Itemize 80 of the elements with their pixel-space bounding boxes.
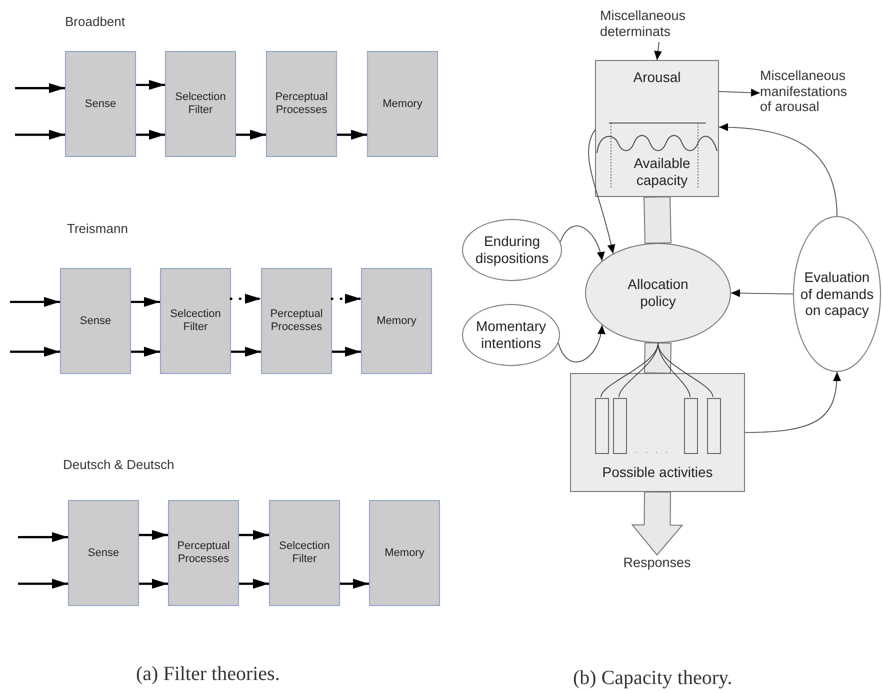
process-box	[369, 500, 440, 606]
process-box	[269, 500, 340, 606]
box-label: Sense	[80, 314, 112, 328]
arrow	[588, 129, 616, 254]
arrow	[337, 130, 367, 140]
process-box	[361, 268, 432, 374]
box-label: Selcection Filter	[278, 540, 331, 566]
figure-caption: (a) Filter theories.	[136, 663, 280, 686]
group-label: Broadbent	[65, 14, 125, 29]
arrow	[18, 532, 68, 542]
connector-line	[618, 342, 658, 398]
box-heading: Arousal	[632, 69, 682, 86]
arrow	[15, 130, 65, 140]
process-box	[60, 268, 131, 374]
arrow	[139, 578, 168, 589]
arrow	[239, 578, 269, 589]
connector-line	[658, 342, 714, 398]
arrow	[558, 324, 605, 362]
note-text: Miscellaneous determinats	[600, 8, 718, 42]
process-box	[160, 268, 231, 374]
note-text: Miscellaneous manifestations of arousal	[760, 68, 860, 118]
arrow	[330, 294, 362, 304]
process-box	[68, 500, 139, 606]
box-label: Perceptual Processes	[274, 91, 329, 117]
figure-caption: (b) Capacity theory.	[573, 667, 732, 690]
connector-line	[600, 342, 658, 398]
arrow	[560, 226, 604, 262]
arrow	[340, 578, 369, 589]
note-text: Responses	[605, 555, 709, 577]
arrow	[718, 123, 838, 216]
arousal-box	[595, 60, 719, 197]
arrow	[10, 346, 60, 357]
arrow	[718, 88, 760, 97]
ellipse-label: Evaluation of demands on capacy	[800, 268, 874, 320]
arrow	[730, 289, 794, 298]
arrow	[231, 346, 261, 357]
group-label: Treismann	[67, 221, 128, 236]
box-label: Possible activities	[601, 464, 714, 481]
arrow	[654, 42, 662, 60]
group-label: Deutsch & Deutsch	[63, 457, 174, 472]
arrow	[744, 372, 841, 433]
arrow	[10, 296, 60, 307]
activity-bar	[707, 398, 721, 454]
arrow	[230, 294, 262, 304]
block-arrow	[644, 196, 672, 244]
ellipse-label: Allocation policy	[626, 276, 690, 310]
arrow	[136, 130, 165, 140]
box-label: Sense	[88, 546, 120, 560]
box-label: Selcection Filter	[169, 308, 222, 334]
block-arrow	[644, 342, 672, 374]
process-box	[367, 51, 438, 157]
arrow	[332, 346, 361, 357]
box-label: Perceptual Processes	[269, 308, 324, 334]
box-label: Memory	[382, 98, 422, 110]
arrow	[15, 83, 65, 94]
box-label: Sense	[84, 98, 116, 110]
box-label: Perceptual Processes	[176, 540, 231, 566]
block-arrow	[631, 491, 684, 556]
arrow	[236, 130, 266, 140]
box-label: Selcection Filter	[174, 91, 227, 117]
activity-bar	[613, 398, 627, 454]
process-box	[266, 51, 337, 157]
ellipse-label: Momentary intentions	[474, 318, 548, 352]
process-box	[261, 268, 332, 374]
activity-bar	[684, 398, 698, 454]
arrow	[131, 296, 160, 307]
arrow	[239, 530, 269, 540]
process-box	[65, 51, 136, 157]
process-box	[168, 500, 239, 606]
arrow	[136, 80, 165, 90]
arrow	[139, 530, 168, 540]
ellipse-label: Enduring dispositions	[474, 233, 550, 267]
activities-box	[570, 373, 745, 492]
box-label: Memory	[384, 546, 424, 560]
box-label: Available capacity	[632, 155, 692, 189]
activity-bar	[595, 398, 609, 454]
arrow	[131, 346, 160, 357]
box-label: Memory	[376, 314, 416, 328]
process-box	[165, 51, 236, 157]
arrow	[18, 578, 68, 589]
